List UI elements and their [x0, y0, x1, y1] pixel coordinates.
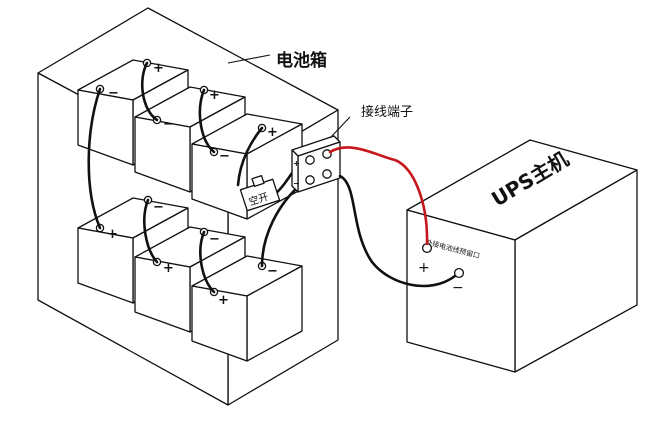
terminal-block-leader: [329, 116, 351, 139]
svg-text:+: +: [267, 125, 278, 140]
svg-text:+: +: [218, 293, 229, 308]
terminal-plus-mark: +: [293, 159, 300, 168]
svg-text:−: −: [219, 149, 230, 164]
terminal-screw: [305, 155, 315, 165]
svg-text:−: −: [267, 264, 278, 279]
breaker: 空开: [239, 175, 281, 212]
cable-b4-b5: [143, 198, 159, 264]
cable-b6-terminal: [260, 183, 302, 268]
terminal-screw: [322, 169, 332, 179]
external-cable-positive: [328, 146, 429, 246]
svg-text:+: +: [209, 88, 220, 103]
internal-cables: [87, 61, 302, 294]
svg-text:+: +: [107, 227, 118, 242]
battery-polarity-marks: − + − + − + + − + − + −: [107, 61, 278, 308]
cable-b3-breaker: [236, 126, 264, 187]
cable-b1-b4: [87, 87, 102, 230]
ups-terminal-negative: [453, 267, 465, 279]
cable-b1-b2: [140, 61, 159, 122]
ups-positive-sign: +: [418, 260, 430, 276]
external-cable-negative: [338, 174, 457, 288]
terminal-screw: [305, 175, 315, 185]
ups-negative-sign: −: [452, 280, 464, 296]
breaker-switch-lever: [251, 175, 265, 187]
ups-host: [406, 139, 638, 373]
svg-text:+: +: [153, 61, 164, 76]
terminal-block-label: 接线端子: [361, 104, 413, 120]
svg-text:−: −: [209, 232, 220, 247]
svg-text:−: −: [163, 117, 174, 132]
battery-box-leader: [227, 54, 271, 64]
battery-box-label: 电池箱: [276, 50, 327, 71]
cable-b5-b6: [199, 230, 216, 294]
cable-b2-b3: [198, 88, 216, 154]
svg-text:−: −: [153, 200, 164, 215]
terminal-minus-mark: −: [293, 179, 300, 188]
svg-text:+: +: [163, 261, 174, 276]
svg-text:−: −: [108, 86, 119, 101]
battery-6: [191, 255, 303, 362]
